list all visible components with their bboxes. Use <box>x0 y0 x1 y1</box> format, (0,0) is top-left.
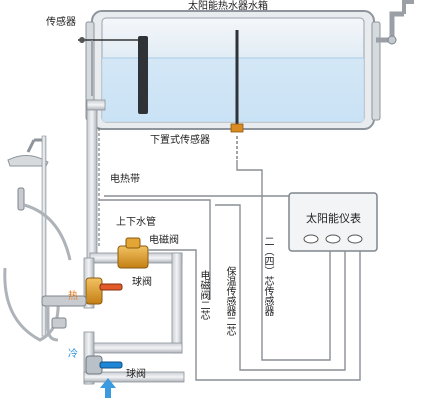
bottom-sensor-label: 下置式传感器 <box>150 135 210 146</box>
cables <box>91 40 361 381</box>
cable-2-4-core-label: 二（四）芯传感器 <box>262 236 273 316</box>
up-arrow-icon <box>100 378 116 398</box>
solenoid-valve-label: 电磁阀 <box>149 235 179 246</box>
water-tank <box>85 10 381 130</box>
heating-tape-label: 电热带 <box>110 174 140 185</box>
solenoid-valve <box>117 237 149 269</box>
right-outlet-pipe <box>376 0 414 45</box>
tank-label: 太阳能热水器水箱 <box>188 1 268 12</box>
cold-label: 冷 <box>68 349 78 360</box>
cold-ball-valve <box>85 355 123 375</box>
solar-meter <box>288 192 378 252</box>
center-probe <box>230 30 244 160</box>
hot-ball-valve <box>85 277 123 305</box>
tap-icon <box>41 295 87 342</box>
shower-head-icon <box>3 135 72 342</box>
updown-pipe-label: 上下水管 <box>116 217 156 228</box>
updown-water-pipe <box>86 99 106 261</box>
hot-label: 热 <box>68 291 78 302</box>
sensor-label: 传感器 <box>46 17 76 28</box>
ball-valve-cold-label: 球阀 <box>126 369 146 380</box>
ball-valve-hot-label: 球阀 <box>132 277 152 288</box>
tank-sensor <box>78 36 148 114</box>
cable-insulation-label: 保温传感器二芯 <box>224 266 235 336</box>
cable-solenoid-label: 电磁阀二芯 <box>198 270 209 320</box>
meter-label: 太阳能仪表 <box>306 212 361 225</box>
